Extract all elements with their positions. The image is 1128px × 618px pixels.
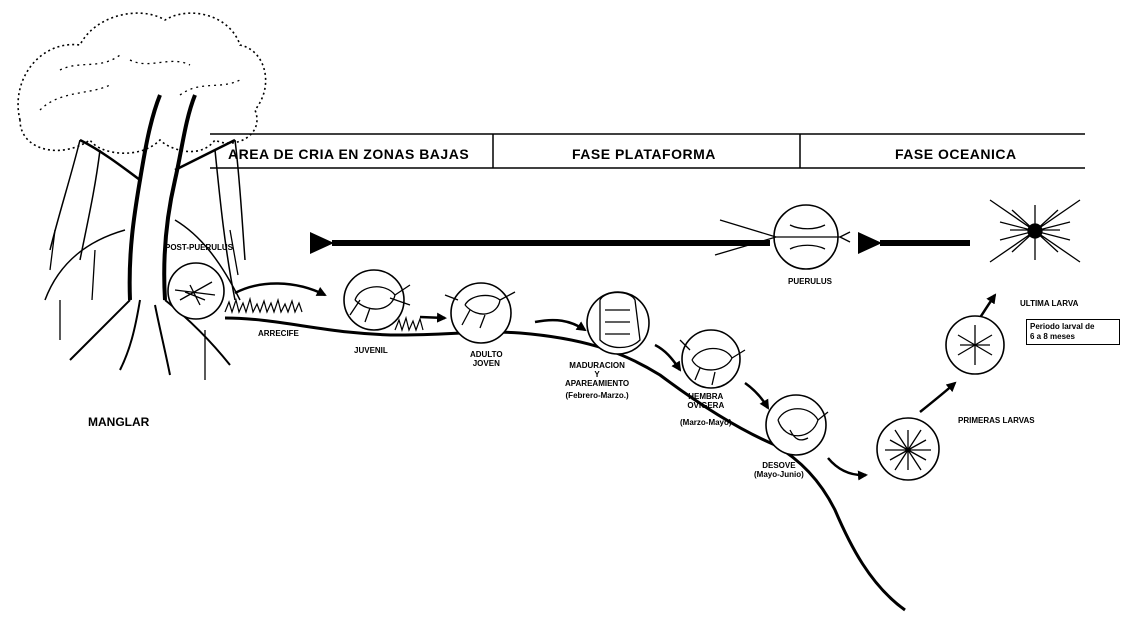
maturation-label-date: (Febrero-Marzo.): [565, 392, 629, 401]
maturation-circle: [587, 292, 649, 354]
spawning-circle: [766, 395, 826, 455]
spawning-label: DESOVE (Mayo-Junio): [754, 462, 804, 480]
phase-nursery-label: AREA DE CRIA EN ZONAS BAJAS: [228, 147, 469, 162]
young-adult-label: ADULTO JOVEN: [470, 351, 503, 369]
young-adult-circle: [451, 283, 511, 343]
reef-label: ARRECIFE: [258, 330, 299, 339]
spawning-label-date: (Mayo-Junio): [754, 471, 804, 480]
maturation-label: MADURACION Y APAREAMIENTO (Febrero-Marzo…: [565, 362, 629, 401]
post-puerulus-label: POST-PUERULUS: [165, 244, 233, 253]
larval-period-note-line1: Periodo larval de: [1030, 322, 1116, 332]
larval-period-note: Periodo larval de 6 a 8 meses: [1026, 319, 1120, 345]
young-adult-label-line2: JOVEN: [470, 360, 503, 369]
juvenile-label: JUVENIL: [354, 347, 388, 356]
last-larva-label: ULTIMA LARVA: [1020, 300, 1078, 309]
phase-shelf-label: FASE PLATAFORMA: [572, 147, 716, 162]
maturation-label-line3: APAREAMIENTO: [565, 380, 629, 389]
mangrove-label: MANGLAR: [88, 416, 149, 429]
berried-female-label-line2: OVIGERA: [680, 402, 732, 411]
mangrove-tree-illustration: [18, 13, 266, 380]
puerulus-label: PUERULUS: [788, 278, 832, 287]
berried-female-label-date: (Marzo-Mayo): [680, 419, 732, 428]
berried-female-label: HEMBRA OVIGERA (Marzo-Mayo): [680, 393, 732, 427]
larval-period-note-line2: 6 a 8 meses: [1030, 332, 1116, 342]
first-larvae-label: PRIMERAS LARVAS: [958, 417, 1035, 426]
phase-oceanic-label: FASE OCEANICA: [895, 147, 1017, 162]
